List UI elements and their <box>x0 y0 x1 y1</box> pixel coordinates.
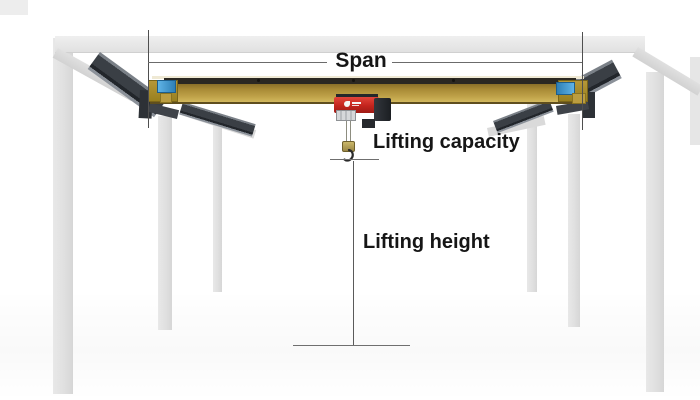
rope-drum <box>336 110 356 121</box>
span-extension-line-right <box>582 32 583 130</box>
rail-bolt <box>452 79 455 82</box>
girder-rail <box>164 78 576 85</box>
trolley-frame <box>336 94 378 99</box>
rail-bolt <box>352 79 355 82</box>
span-dimension-line-right <box>392 62 582 63</box>
span-extension-line-left <box>148 30 149 128</box>
hoist-brand-logo <box>344 100 362 108</box>
hoist-foot <box>362 119 375 128</box>
end-truck-tab-right <box>572 93 586 104</box>
column-left-front <box>53 38 73 394</box>
lifting-capacity-label: Lifting capacity <box>373 131 520 153</box>
roof-beam <box>55 36 645 53</box>
ground-level-tick <box>293 345 410 346</box>
buffer-right <box>556 82 575 95</box>
logo-text-bar <box>352 102 361 104</box>
hook-level-tick <box>330 159 379 160</box>
column-left-mid <box>158 116 172 330</box>
lifting-height-label: Lifting height <box>363 231 490 253</box>
wire-rope <box>346 121 347 143</box>
wire-rope <box>350 121 351 143</box>
column-left-back <box>213 124 222 292</box>
end-truck-tab-left <box>160 93 172 103</box>
rail-bolt <box>257 79 260 82</box>
girder-top-highlight <box>152 76 584 79</box>
column-right-back <box>527 102 537 292</box>
corner-artifact <box>0 0 28 15</box>
span-dimension-line-left <box>148 62 327 63</box>
column-right-edge <box>690 57 700 145</box>
span-label: Span <box>335 49 387 72</box>
lifting-height-line <box>353 161 354 345</box>
column-right-mid <box>568 114 580 327</box>
buffer-left <box>157 80 176 93</box>
hoist-motor <box>374 98 391 121</box>
column-right-front <box>646 72 664 392</box>
hook-icon <box>343 149 354 162</box>
logo-text-bar <box>352 105 359 106</box>
hook-block <box>342 141 355 152</box>
logo-mark <box>344 101 350 107</box>
